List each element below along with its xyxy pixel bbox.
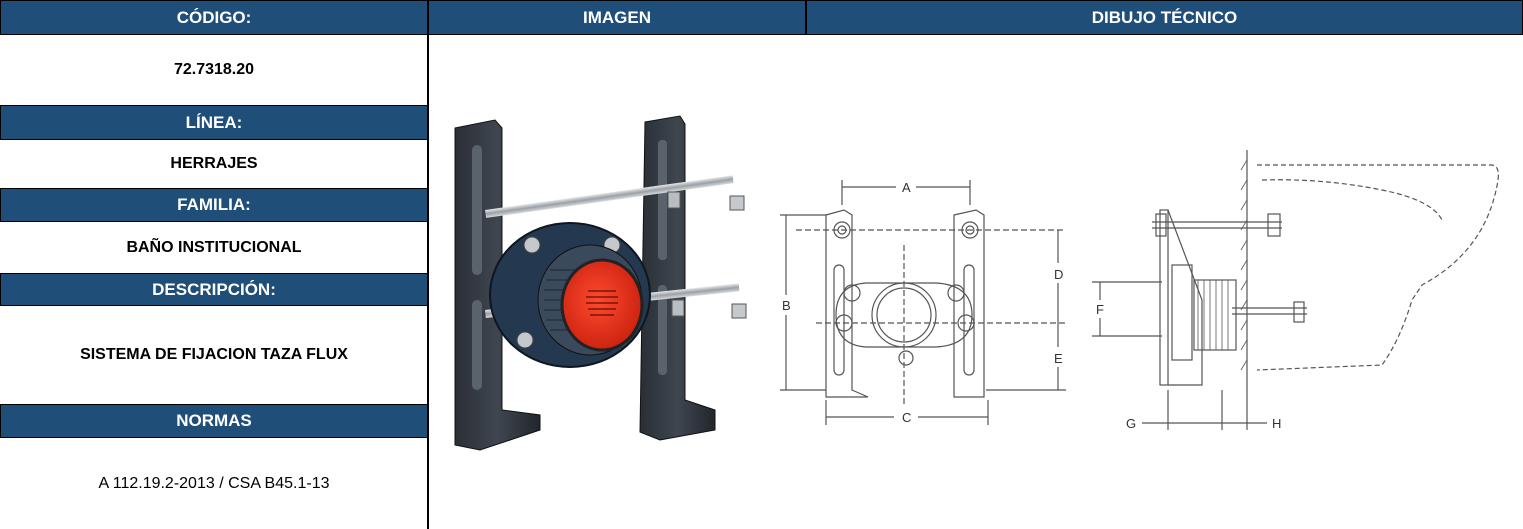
normas-label: NORMAS (176, 411, 252, 430)
product-image (454, 115, 747, 451)
linea-value-text: HERRAJES (170, 155, 258, 172)
header-codigo: CÓDIGO: (0, 0, 428, 35)
normas-header: NORMAS (0, 404, 428, 438)
front-view-drawing: A B C D E (780, 180, 1066, 425)
header-dibujo: DIBUJO TÉCNICO (806, 0, 1523, 35)
descripcion-value-text: SISTEMA DE FIJACION TAZA FLUX (80, 346, 348, 363)
column-divider (427, 35, 429, 529)
familia-label: FAMILIA: (177, 195, 251, 214)
header-imagen-label: IMAGEN (583, 7, 651, 27)
descripcion-header: DESCRIPCIÓN: (0, 273, 428, 306)
dim-label-a: A (902, 180, 911, 195)
familia-value-text: BAÑO INSTITUCIONAL (126, 238, 302, 256)
header-dibujo-label: DIBUJO TÉCNICO (1091, 7, 1238, 27)
familia-value: BAÑO INSTITUCIONAL (0, 222, 428, 273)
header-imagen: IMAGEN (428, 0, 806, 35)
header-codigo-label: CÓDIGO: (176, 7, 252, 27)
dim-label-c: C (902, 410, 911, 425)
codigo-value: 72.7318.20 (0, 35, 428, 105)
linea-header: LÍNEA: (0, 105, 428, 140)
side-view-drawing: F G H (1092, 150, 1499, 431)
dim-label-b: B (782, 298, 791, 313)
descripcion-label: DESCRIPCIÓN: (152, 279, 276, 299)
normas-value-text: A 112.19.2-2013 / CSA B45.1-13 (98, 474, 330, 492)
normas-value: A 112.19.2-2013 / CSA B45.1-13 (0, 438, 428, 529)
dim-label-d: D (1054, 267, 1063, 282)
dim-label-h: H (1272, 416, 1281, 431)
dim-label-f: F (1096, 302, 1104, 317)
codigo-value-text: 72.7318.20 (173, 61, 255, 78)
dim-label-e: E (1054, 351, 1063, 366)
dim-label-g: G (1126, 416, 1136, 431)
descripcion-value: SISTEMA DE FIJACION TAZA FLUX (0, 306, 428, 404)
linea-value: HERRAJES (0, 140, 428, 188)
linea-label: LÍNEA: (185, 112, 243, 132)
familia-header: FAMILIA: (0, 188, 428, 222)
